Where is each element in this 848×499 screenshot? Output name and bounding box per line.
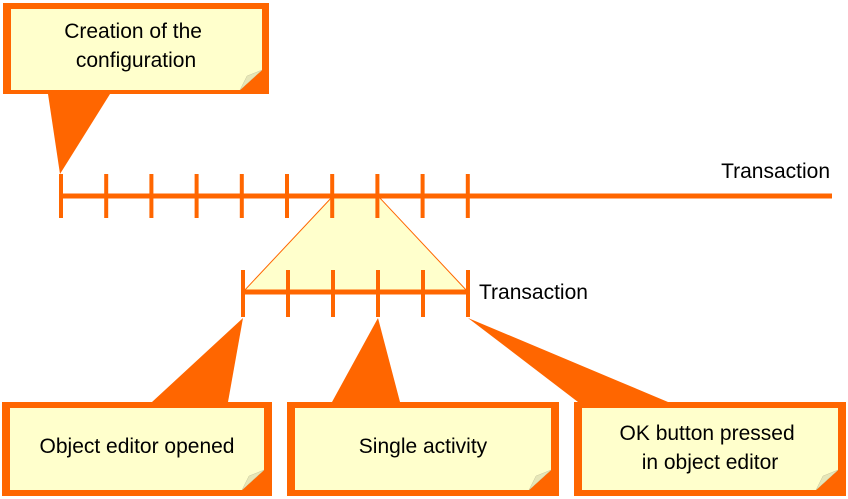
callout-top-fold	[239, 69, 263, 91]
callout-bottom-right-note	[582, 408, 838, 490]
callout-bottom-right-line-2: in object editor	[642, 451, 779, 474]
sub-timeline-label: Transaction	[479, 281, 588, 304]
main-timeline-label: Transaction	[721, 160, 830, 183]
main-timeline-ticks	[59, 174, 470, 218]
callout-pointer-bottom-left	[152, 318, 243, 402]
callout-bottom-left-text: Object editor opened	[40, 435, 235, 458]
callout-pointer-top	[48, 94, 110, 174]
main-timeline: Transaction	[59, 160, 832, 218]
callout-bottom-middle-note	[295, 408, 551, 490]
sub-timeline: Transaction	[241, 270, 588, 317]
callout-top-line-2: configuration	[76, 49, 196, 72]
callout-pointer-bottom-right	[468, 318, 668, 402]
zoom-region	[241, 195, 470, 293]
callout-top-line-1: Creation of the	[64, 20, 202, 43]
callout-bottom-left-fold	[241, 469, 265, 491]
callout-bottom-middle: Single activity	[287, 402, 559, 496]
callout-bottom-middle-text: Single activity	[359, 435, 488, 458]
callout-bottom-left-note	[10, 408, 264, 490]
callout-bottom-right: OK button pressed in object editor	[574, 402, 846, 496]
callout-bottom-left: Object editor opened	[2, 402, 272, 496]
callout-bottom-right-fold	[815, 469, 839, 491]
callout-bottom-right-text: OK button pressed in object editor	[620, 422, 801, 474]
callout-top: Creation of the configuration	[3, 3, 269, 94]
callout-top-text: Creation of the configuration	[64, 20, 208, 72]
sub-timeline-ticks	[241, 270, 470, 317]
callout-pointer-bottom-middle	[332, 318, 400, 402]
callout-bottom-right-line-1: OK button pressed	[620, 422, 795, 445]
callout-bottom-middle-fold	[528, 469, 552, 491]
callout-top-note	[11, 9, 262, 90]
